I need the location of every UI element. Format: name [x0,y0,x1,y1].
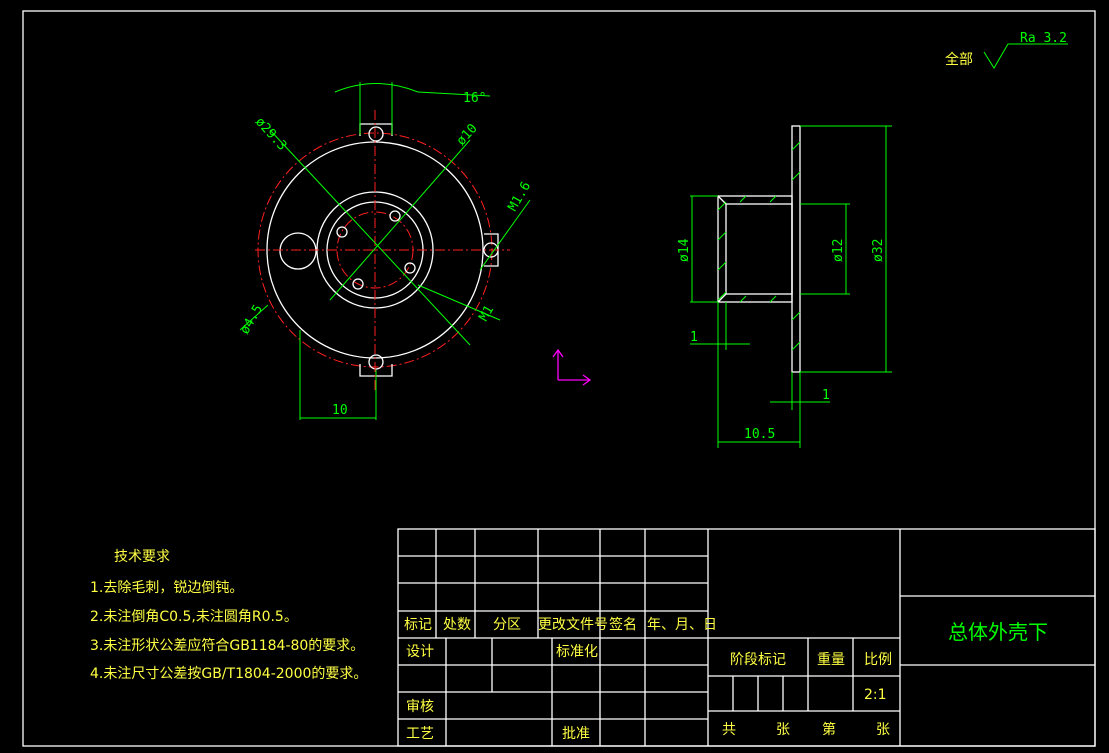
tech-req-item: 2.未注倒角C0.5,未注圆角R0.5。 [90,609,298,625]
roughness-value: Ra 3.2 [1020,31,1067,46]
ear-top [359,123,393,136]
hatch [791,141,801,151]
tb-zone: 分区 [493,617,521,633]
tb-mark: 标记 [404,617,432,633]
body-edge-2 [717,293,727,303]
dim-text-d32: ø32 [871,239,886,262]
drawing-frame [22,10,1096,747]
dim-text-m1: M1 [476,303,497,324]
front-view [239,82,531,420]
hatch [717,291,727,301]
dim-arc-16 [334,83,419,93]
leader-m1 [417,284,501,321]
small-hole-1 [336,226,348,238]
hatch [769,295,777,303]
leader-16 [417,91,491,97]
ear-bottom-hole [368,354,384,370]
small-hole-4 [352,278,364,290]
dim-text-angle: 16° [463,91,486,106]
flange [791,125,801,373]
hatch [739,195,747,203]
leader-d4-5 [239,304,269,331]
dim-text-1a: 1 [690,330,698,345]
dim-text-d4-5: ø4.5 [237,302,266,337]
dim-line-d29 [269,129,471,346]
tb-date: 年、月、日 [647,617,717,633]
hatch [791,311,801,321]
tb-design: 设计 [406,644,434,660]
body [717,195,793,303]
roughness-symbol [983,43,1068,69]
tech-req-item: 4.未注尺寸公差按GB/T1804-2000的要求。 [90,666,367,682]
dim-line-d10 [329,139,471,301]
ucs-icon [552,348,592,386]
dim-text-m1-6: M1.6 [505,179,534,214]
tb-review: 审核 [406,699,434,715]
side-view [690,125,892,448]
tb-sheet-unit: 张 [776,722,790,738]
leader-m1-6 [479,199,531,271]
tb-total: 共 [722,722,736,738]
tb-approve: 批准 [562,726,590,742]
small-hole-2 [389,210,401,222]
dim-text-d12: ø12 [831,239,846,262]
small-hole-3 [404,262,416,274]
tb-scale: 2:1 [864,687,887,703]
tech-req-item: 3.未注形状公差应符合GB1184-80的要求。 [90,637,364,654]
dim-text-10-5: 10.5 [744,427,775,442]
tb-change-doc: 更改文件号 [538,617,608,633]
title-block [397,528,1096,747]
tb-stage-mark: 阶段标记 [730,652,786,668]
hatch [791,171,801,181]
tb-sheet-unit-2: 张 [876,722,890,738]
dim-text-d29: ø29.3 [252,115,289,154]
dim-text-10: 10 [332,403,348,418]
hatch [769,195,777,203]
dim-text-d14: ø14 [677,238,692,262]
dim-text-d10: ø10 [454,121,481,148]
hatch [717,201,727,211]
tb-nth: 第 [822,721,836,738]
hatch [717,261,727,271]
tb-process: 工艺 [406,726,434,742]
tb-standardize: 标准化 [556,644,598,660]
hatch [739,295,747,303]
roughness-scope: 全部 [945,51,973,68]
hole-4-5 [279,232,317,270]
hatch [717,231,727,241]
tb-weight: 重量 [817,652,845,668]
hatch [791,341,801,351]
tech-req-item: 1.去除毛刺，锐边倒钝。 [90,580,243,596]
bore [725,203,793,295]
tb-sign: 签名 [609,616,637,633]
tech-req-title: 技术要求 [114,549,170,565]
tb-count: 处数 [443,617,471,633]
tb-scale-label: 比例 [864,652,892,668]
tb-part-name: 总体外壳下 [948,620,1048,644]
dim-text-1b: 1 [822,388,830,403]
ear-top-hole [368,126,384,142]
